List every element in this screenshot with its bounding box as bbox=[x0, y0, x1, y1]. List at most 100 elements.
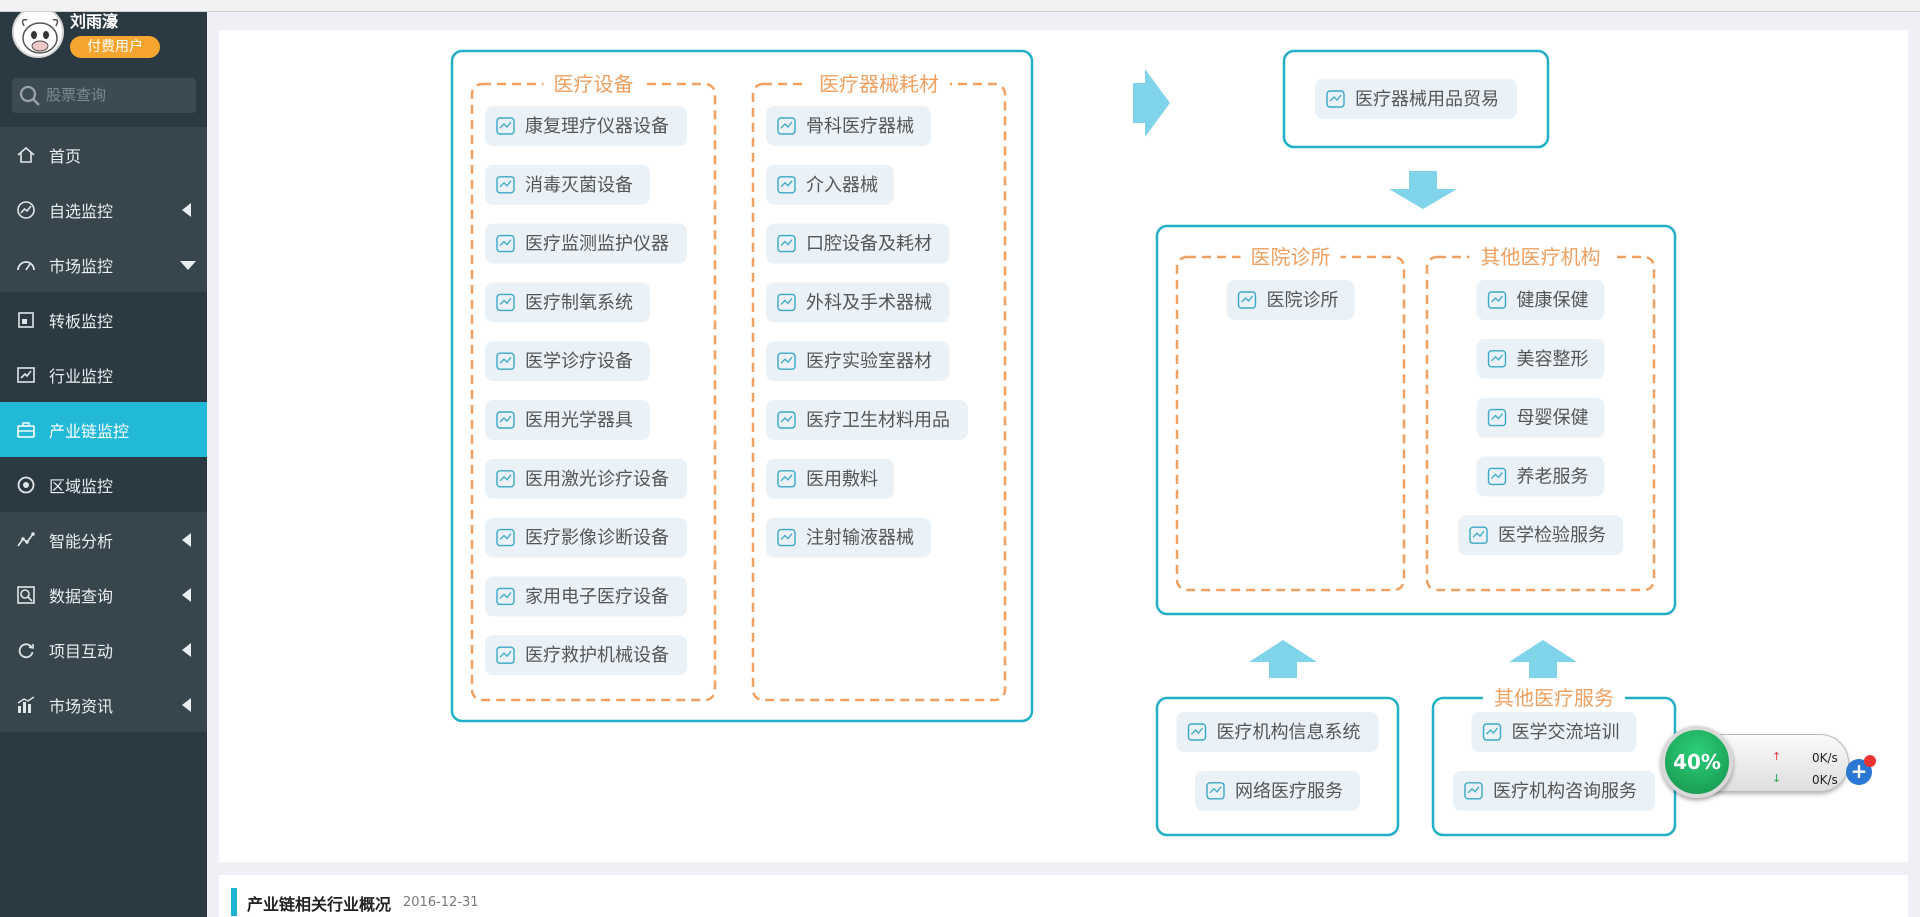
chain-item[interactable]: 医用激光诊疗设备 bbox=[485, 458, 687, 499]
chain-item-bg bbox=[485, 106, 687, 146]
sidebar-item-9[interactable]: 项目互动 bbox=[0, 622, 207, 677]
avatar[interactable] bbox=[12, 6, 64, 58]
chain-item-label: 外科及手术器械 bbox=[806, 292, 932, 313]
network-speed-widget[interactable]: ↑ 0K/s ↓ 0K/s + 40% bbox=[1661, 726, 1876, 806]
chain-item-bg bbox=[485, 635, 687, 676]
sidebar-item-7[interactable]: 智能分析 bbox=[0, 512, 207, 567]
chain-item-bg bbox=[1471, 712, 1637, 752]
chain-item[interactable]: 医用敷料 bbox=[766, 458, 894, 499]
equipment-icon bbox=[496, 470, 515, 488]
chain-item-bg bbox=[766, 164, 894, 205]
briefcase-icon bbox=[17, 422, 35, 438]
other-institutions-group-title: 其他医疗机构 bbox=[1481, 245, 1601, 269]
sidebar-item-2[interactable]: 市场监控 bbox=[0, 237, 207, 292]
chain-item[interactable]: 医疗实验室器材 bbox=[766, 341, 950, 382]
chain-item-label: 医用光学器具 bbox=[525, 410, 633, 431]
browser-top-bar bbox=[0, 0, 1920, 12]
chain-item-bg bbox=[1476, 280, 1605, 320]
search-icon[interactable] bbox=[19, 85, 41, 107]
chain-item[interactable]: 医疗机构信息系统 bbox=[1176, 712, 1379, 752]
chain-item-bg bbox=[485, 400, 650, 440]
chain-item[interactable]: 康复理疗仪器设备 bbox=[485, 106, 687, 146]
chain-item[interactable]: 医疗制氧系统 bbox=[485, 282, 650, 323]
chain-item[interactable]: 介入器械 bbox=[766, 164, 894, 205]
gauge-icon bbox=[17, 261, 35, 271]
chain-item[interactable]: 医疗机构咨询服务 bbox=[1453, 770, 1655, 811]
sidebar-item-3[interactable]: 转板监控 bbox=[0, 292, 207, 347]
service-icon bbox=[1482, 723, 1502, 741]
equipment-icon bbox=[496, 646, 515, 664]
chain-item-label: 家用电子医疗设备 bbox=[525, 586, 669, 607]
sidebar-item-4[interactable]: 行业监控 bbox=[0, 347, 207, 402]
sidebar-item-8[interactable]: 数据查询 bbox=[0, 567, 207, 622]
sidebar-item-label: 自选监控 bbox=[49, 202, 114, 221]
industry-chart-icon bbox=[17, 367, 35, 383]
it-service-icon bbox=[1206, 782, 1225, 800]
chain-item[interactable]: 养老服务 bbox=[1476, 456, 1605, 497]
consumable-icon bbox=[777, 470, 796, 488]
consumables-group-title: 医疗器械耗材 bbox=[819, 72, 939, 96]
chain-item-label: 医疗监测监护仪器 bbox=[525, 234, 669, 255]
sidebar-item-label: 市场资讯 bbox=[49, 697, 114, 716]
caret-left-icon bbox=[182, 698, 191, 712]
memory-percent[interactable]: 40% bbox=[1661, 726, 1733, 798]
up-arrow-icon bbox=[1509, 640, 1577, 678]
sidebar-item-5[interactable]: 产业链监控 bbox=[0, 402, 207, 457]
chain-item-label: 口腔设备及耗材 bbox=[806, 234, 932, 255]
up-arrow-icon bbox=[1249, 640, 1317, 678]
chain-item-label: 注射输液器械 bbox=[806, 528, 914, 549]
chain-item-bg bbox=[485, 164, 650, 205]
equipment-icon bbox=[496, 176, 515, 194]
chain-item[interactable]: 医学交流培训 bbox=[1471, 712, 1637, 752]
industry-chain-panel: 医疗设备医疗器械耗材康复理疗仪器设备消毒灭菌设备医疗监测监护仪器医疗制氧系统医学… bbox=[219, 30, 1908, 862]
chain-item[interactable]: 医疗卫生材料用品 bbox=[766, 400, 968, 440]
chain-item-bg bbox=[766, 517, 931, 558]
chain-item-bg bbox=[766, 282, 950, 323]
chain-item[interactable]: 外科及手术器械 bbox=[766, 282, 950, 323]
equipment-group-title: 医疗设备 bbox=[554, 72, 634, 96]
chain-item[interactable]: 医疗影像诊断设备 bbox=[485, 517, 687, 558]
institution-icon bbox=[1469, 526, 1488, 544]
chain-item-bg bbox=[1453, 770, 1655, 811]
hospital-group bbox=[1175, 255, 1406, 592]
chain-item[interactable]: 医学检验服务 bbox=[1458, 515, 1623, 556]
hospital-group-title: 医院诊所 bbox=[1251, 245, 1331, 269]
chain-item[interactable]: 注射输液器械 bbox=[766, 517, 931, 558]
chain-item-label: 医用敷料 bbox=[806, 469, 878, 490]
chain-item[interactable]: 医疗监测监护仪器 bbox=[485, 223, 687, 264]
hospital-icon bbox=[1237, 291, 1257, 309]
sidebar-item-1[interactable]: 自选监控 bbox=[0, 182, 207, 237]
sidebar: 刘雨濠 付费用户 首页自选监控市场监控转板监控行业监控产业链监控区域监控智能分析… bbox=[0, 6, 207, 917]
chain-item-label: 消毒灭菌设备 bbox=[525, 175, 633, 196]
trade-icon bbox=[1326, 90, 1345, 108]
equipment-icon bbox=[496, 528, 515, 547]
sidebar-item-6[interactable]: 区域监控 bbox=[0, 457, 207, 512]
consumables-group bbox=[751, 82, 1007, 702]
consumable-icon bbox=[777, 528, 796, 547]
section-title: 产业链相关行业概况 bbox=[247, 895, 392, 914]
chain-item[interactable]: 健康保健 bbox=[1476, 280, 1605, 320]
sidebar-item-label: 区域监控 bbox=[49, 477, 114, 496]
chain-item[interactable]: 美容整形 bbox=[1476, 338, 1605, 379]
chain-item[interactable]: 骨科医疗器械 bbox=[766, 106, 931, 146]
chain-item-bg bbox=[1458, 515, 1623, 556]
sidebar-item-label: 行业监控 bbox=[49, 367, 114, 386]
chain-item[interactable]: 消毒灭菌设备 bbox=[485, 164, 650, 205]
chain-item[interactable]: 口腔设备及耗材 bbox=[766, 223, 950, 264]
chain-item[interactable]: 医院诊所 bbox=[1226, 280, 1355, 320]
sidebar-item-0[interactable]: 首页 bbox=[0, 127, 207, 182]
institution-icon bbox=[1487, 467, 1507, 486]
chain-item[interactable]: 医学诊疗设备 bbox=[485, 341, 650, 382]
chain-item-bg bbox=[1476, 456, 1605, 497]
sidebar-item-10[interactable]: 市场资讯 bbox=[0, 677, 207, 732]
equipment-icon bbox=[496, 352, 515, 370]
chain-item-label: 医疗机构咨询服务 bbox=[1493, 781, 1637, 802]
chain-item[interactable]: 医疗救护机械设备 bbox=[485, 635, 687, 676]
chain-item[interactable]: 网络医疗服务 bbox=[1195, 770, 1360, 811]
consumable-icon bbox=[777, 176, 796, 194]
chain-item[interactable]: 医用光学器具 bbox=[485, 400, 650, 440]
chain-item[interactable]: 医疗器械用品贸易 bbox=[1315, 79, 1517, 119]
chain-item[interactable]: 母婴保健 bbox=[1476, 397, 1605, 438]
chain-item[interactable]: 家用电子医疗设备 bbox=[485, 576, 687, 617]
search-input[interactable] bbox=[46, 84, 186, 106]
